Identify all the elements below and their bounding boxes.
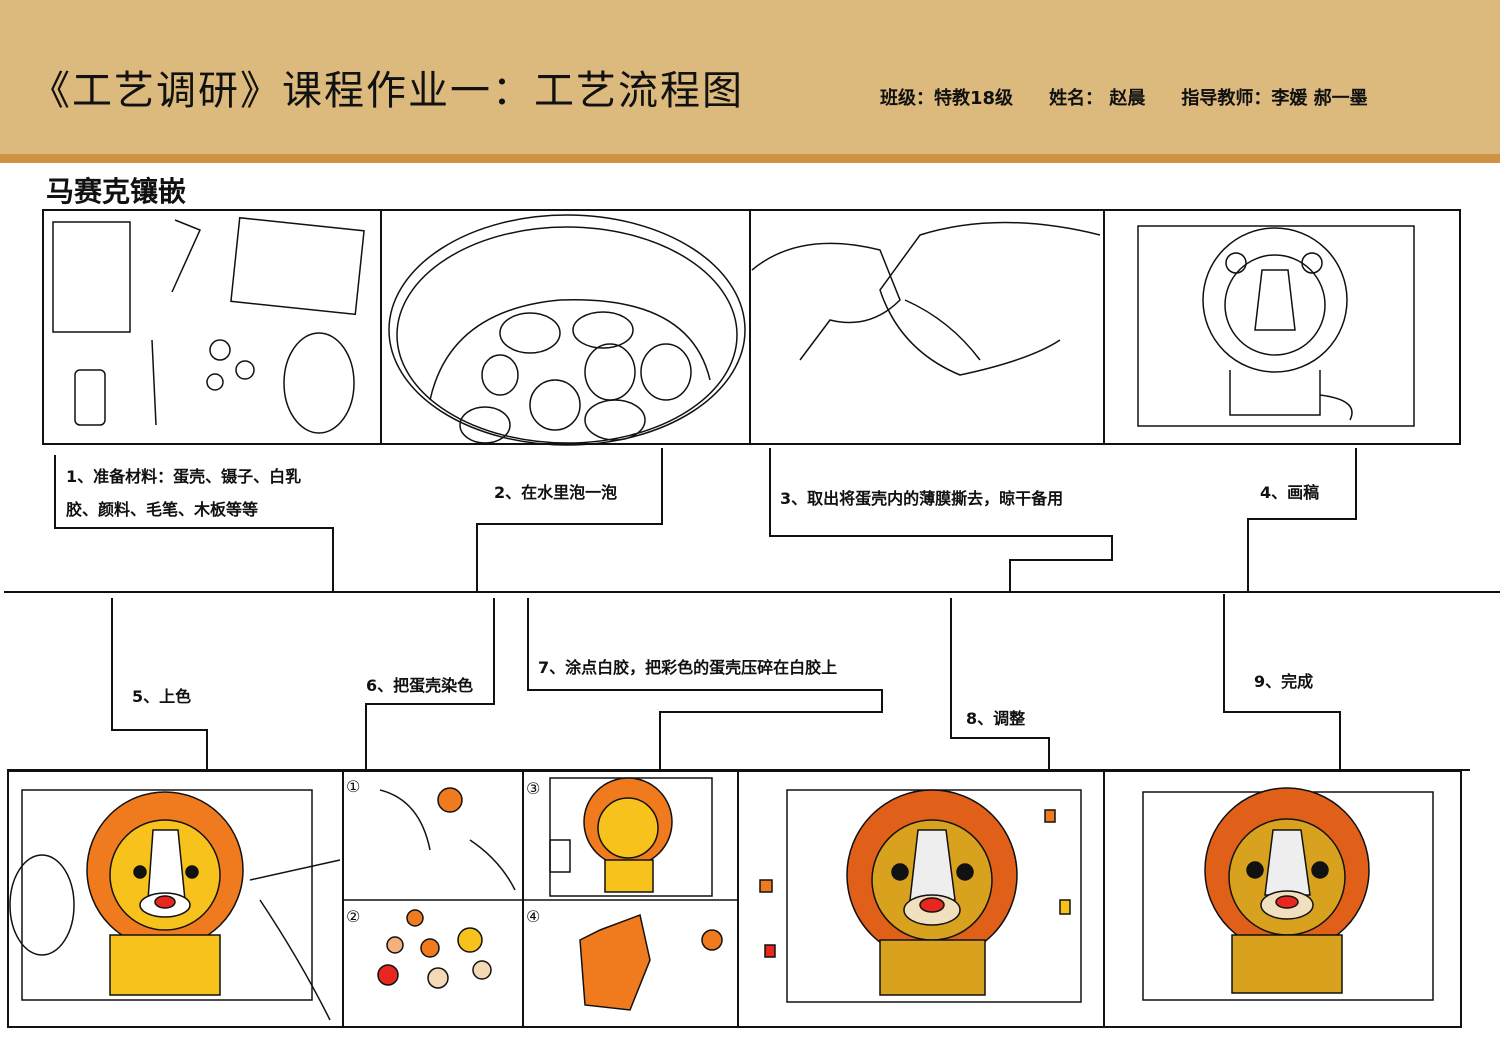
sub-step-marker: ③ <box>526 779 541 798</box>
finished-mosaic-lion <box>1142 787 1434 1001</box>
page-title: 《工艺调研》课程作业一：工艺流程图 <box>30 68 744 114</box>
sub-step-marker: ④ <box>526 907 541 926</box>
step1-label-line2: 胶、颜料、毛笔、木板等等 <box>66 500 259 519</box>
step7-label: 7、涂点白胶，把彩色的蛋壳压碎在白胶上 <box>538 658 838 677</box>
step9-label: 9、完成 <box>1254 672 1314 691</box>
step4-label: 4、画稿 <box>1260 483 1320 502</box>
header-bar <box>0 0 1500 154</box>
step1-materials-image <box>42 209 382 445</box>
step5-label: 5、上色 <box>132 687 192 706</box>
step6-label: 6、把蛋壳染色 <box>366 676 474 695</box>
glue-mosaic-sketch <box>522 777 739 1011</box>
mosaic-lion-adjust <box>759 789 1082 1003</box>
hands-sketch <box>751 221 1101 376</box>
teacher-label: 指导教师：李媛 郝一墨 <box>1181 88 1368 109</box>
step2-label: 2、在水里泡一泡 <box>494 483 618 502</box>
lion-sketch <box>1137 225 1415 427</box>
step3-label: 3、取出将蛋壳内的薄膜撕去，晾干备用 <box>780 489 1064 508</box>
bowl-sketch <box>388 214 746 446</box>
step1-label: 1、准备材料：蛋壳、镊子、白乳 胶、颜料、毛笔、木板等等 <box>66 460 301 526</box>
dye-eggshell-sketch <box>342 787 524 989</box>
name-label: 姓名： 赵晨 <box>1049 88 1146 109</box>
step3-peel-image <box>749 209 1105 445</box>
step8-label: 8、调整 <box>966 709 1026 728</box>
sub-step-marker: ② <box>346 907 361 926</box>
step4-sketch-image <box>1103 209 1461 445</box>
materials-sketch <box>52 216 365 434</box>
author-info: 班级：特教18级 姓名： 赵晨 指导教师：李媛 郝一墨 <box>880 84 1368 110</box>
sub-step-marker: ① <box>346 777 361 796</box>
section-title: 马赛克镶嵌 <box>46 175 187 208</box>
class-label: 班级：特教18级 <box>880 88 1014 109</box>
colored-lion <box>9 789 341 1021</box>
step1-label-line1: 1、准备材料：蛋壳、镊子、白乳 <box>66 467 302 486</box>
header-divider <box>0 154 1500 163</box>
connector-lines <box>7 448 1470 771</box>
